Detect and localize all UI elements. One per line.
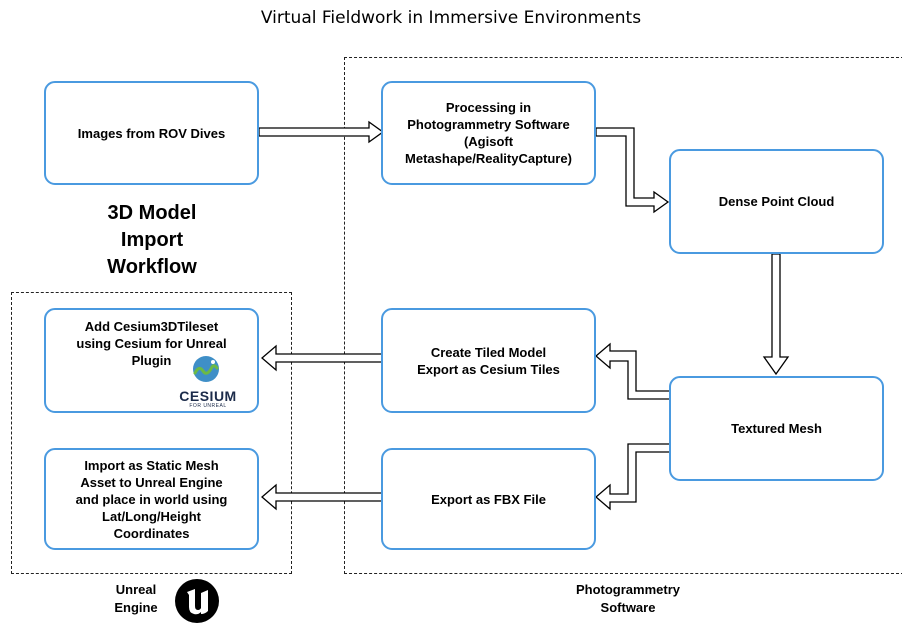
static-mesh-box: Import as Static Mesh Asset to Unreal En…	[44, 448, 259, 550]
arrow-dense-cloud-to-mesh	[762, 253, 790, 376]
rov-images-box: Images from ROV Dives	[44, 81, 259, 185]
cesium-logo-wordmark: CESIUM	[179, 388, 237, 404]
arrow-tiled-to-cesium	[261, 344, 384, 372]
processing-box: Processing in Photogrammetry Software (A…	[381, 81, 596, 185]
dense-point-cloud-box: Dense Point Cloud	[669, 149, 884, 254]
tiled-model-label: Create Tiled Model Export as Cesium Tile…	[417, 344, 560, 377]
textured-mesh-label: Textured Mesh	[731, 421, 822, 436]
unreal-engine-region	[11, 292, 292, 574]
cesium-logo-icon	[193, 356, 219, 382]
dense-point-cloud-label: Dense Point Cloud	[718, 194, 835, 209]
textured-mesh-box: Textured Mesh	[669, 376, 884, 481]
arrow-fbx-to-static-mesh	[261, 483, 384, 511]
cesium-logo-subtitle: FOR UNREAL	[189, 403, 227, 409]
photogrammetry-region	[344, 57, 902, 574]
rov-images-label: Images from ROV Dives	[77, 125, 226, 141]
diagram-title: Virtual Fieldwork in Immersive Environme…	[260, 8, 642, 28]
unreal-engine-caption: Unreal Engine	[114, 582, 158, 615]
photogrammetry-caption: Photogrammetry Software	[575, 582, 681, 615]
cesium-tileset-label: Add Cesium3DTileset using Cesium for Unr…	[76, 319, 227, 368]
processing-label: Processing in Photogrammetry Software (A…	[405, 100, 572, 166]
fbx-export-box: Export as FBX File	[381, 448, 596, 550]
arrow-mesh-to-tiled	[595, 342, 671, 400]
tiled-model-box: Create Tiled Model Export as Cesium Tile…	[381, 308, 596, 413]
static-mesh-label: Import as Static Mesh Asset to Unreal En…	[75, 457, 228, 541]
fbx-export-label: Export as FBX File	[431, 491, 546, 507]
workflow-heading: 3D Model Import Workflow	[107, 202, 197, 278]
unreal-engine-logo-icon	[175, 579, 219, 623]
arrow-mesh-to-fbx	[595, 443, 671, 511]
cesium-tileset-box: Add Cesium3DTileset using Cesium for Unr…	[44, 308, 259, 413]
arrow-rov-to-processing	[258, 120, 385, 144]
arrow-processing-to-dense-cloud	[595, 127, 670, 214]
